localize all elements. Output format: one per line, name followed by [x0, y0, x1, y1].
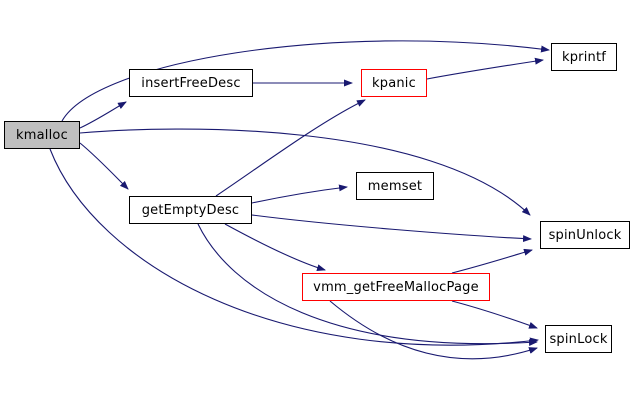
node-label: kprintf [561, 49, 607, 65]
node-label: spinUnlock [548, 227, 622, 243]
node-insertFreeDesc[interactable]: insertFreeDesc [129, 69, 253, 97]
node-vmm_getFreeMallocPage[interactable]: vmm_getFreeMallocPage [302, 273, 490, 301]
edge-vmm_getFreeMallocPage-to-spinLock [451, 300, 538, 329]
node-getEmptyDesc[interactable]: getEmptyDesc [129, 196, 252, 224]
node-spinUnlock[interactable]: spinUnlock [540, 221, 630, 249]
node-memset[interactable]: memset [356, 172, 434, 200]
edge-getEmptyDesc-to-vmm_getFreeMallocPage [224, 223, 326, 272]
edge-getEmptyDesc-to-spinLock [197, 223, 538, 346]
edge-kmalloc-to-getEmptyDesc [79, 142, 129, 190]
edge-group [49, 40, 550, 360]
node-kpanic[interactable]: kpanic [361, 69, 427, 97]
node-label: spinLock [549, 331, 608, 347]
node-label: vmm_getFreeMallocPage [313, 279, 479, 295]
edge-vmm_getFreeMallocPage-to-spinUnlock [451, 248, 533, 274]
node-label: memset [367, 178, 423, 194]
node-kmalloc[interactable]: kmalloc [4, 121, 80, 149]
edge-getEmptyDesc-to-spinUnlock [251, 214, 532, 243]
node-label: kpanic [372, 75, 416, 91]
node-kprintf[interactable]: kprintf [551, 43, 617, 71]
edge-kmalloc-to-insertFreeDesc [79, 101, 127, 129]
edge-kpanic-to-kprintf [426, 57, 544, 80]
edge-getEmptyDesc-to-memset [251, 184, 348, 204]
edge-kmalloc-to-spinLock [49, 148, 539, 346]
edge-vmm_getFreeMallocPage-to-spinLock2 [329, 300, 538, 360]
node-spinLock[interactable]: spinLock [545, 325, 612, 353]
node-label: kmalloc [16, 127, 68, 143]
edge-kmalloc-to-kprintf [61, 40, 550, 122]
edge-getEmptyDesc-to-kpanic [215, 99, 366, 197]
node-label: getEmptyDesc [141, 202, 240, 218]
edge-kmalloc-to-spinUnlock [79, 128, 531, 216]
node-label: insertFreeDesc [141, 75, 241, 91]
